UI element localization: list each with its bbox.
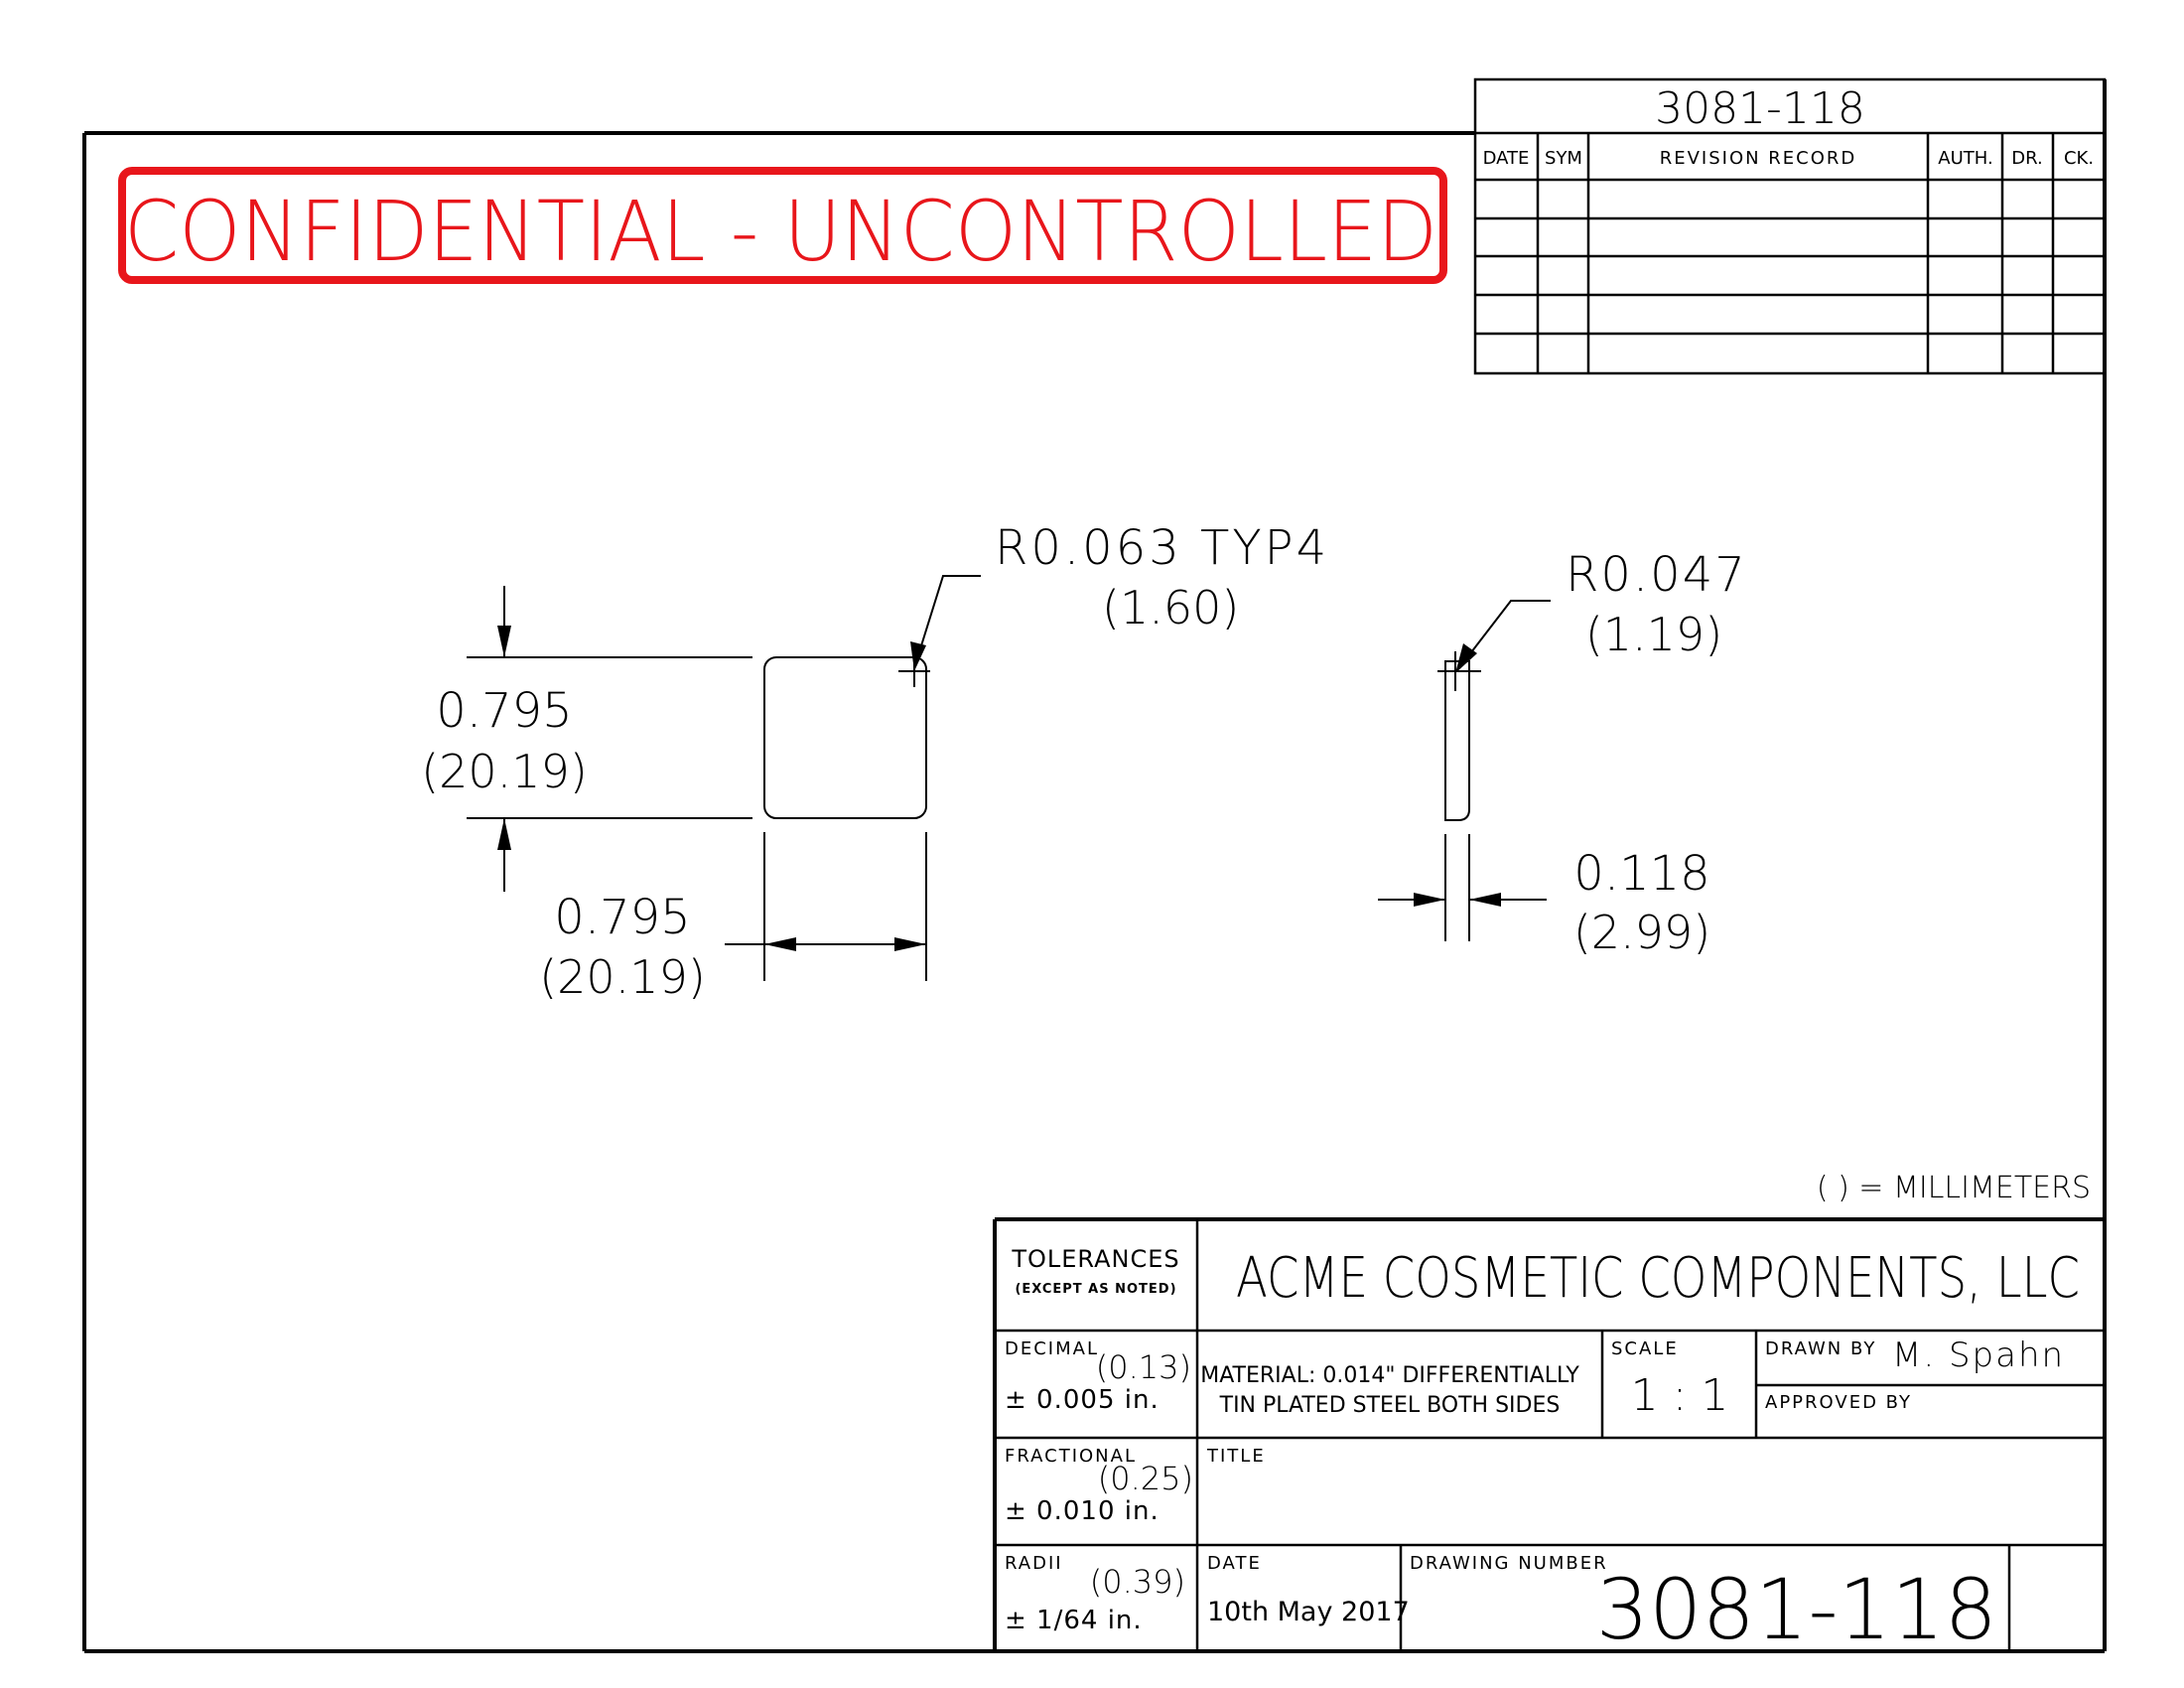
edge-part-outline (1444, 660, 1470, 821)
radii-mm: (0.39) (1090, 1563, 1185, 1601)
title-block: TOLERANCES (EXCEPT AS NOTED) DECIMAL (0.… (993, 1217, 2105, 1658)
corner-radius-arrow (910, 641, 926, 671)
height-inch: 0.795 (436, 683, 572, 739)
tolerances-sublabel: (EXCEPT AS NOTED) (1015, 1282, 1176, 1297)
revision-header-auth: AUTH. (1938, 148, 1992, 169)
scale-value: 1 : 1 (1631, 1370, 1729, 1421)
date-label: DATE (1207, 1553, 1262, 1574)
height-mm: (20.19) (421, 745, 588, 798)
revision-header-dr: DR. (2011, 148, 2042, 169)
corner-radius-leader (917, 575, 981, 656)
thickness-arrow-left (1414, 893, 1445, 907)
width-mm: (20.19) (539, 950, 706, 1004)
stamp-text: CONFIDENTIAL - UNCONTROLLED (124, 183, 1437, 280)
material-line-2: TIN PLATED STEEL BOTH SIDES (1219, 1393, 1561, 1418)
height-arrow-bottom (497, 818, 511, 850)
date-value: 10th May 2017 (1207, 1597, 1410, 1627)
units-note: ( ) = MILLIMETERS (1817, 1171, 2091, 1205)
drawing-number-value: 3081-118 (1596, 1561, 1997, 1658)
front-view: R0.063 TYP4 (1.60) 0.795 (20.19) 0.795 (… (421, 520, 1329, 1004)
width-arrow-left (764, 937, 796, 951)
side-view: R0.047 (1.19) 0.118 (2.99) (1378, 547, 1747, 959)
thickness-mm: (2.99) (1573, 906, 1710, 959)
revision-header-ck: CK. (2064, 148, 2094, 169)
revision-block: 3081-118 DATE SYM REVISION RECORD AUTH. … (1473, 77, 2107, 375)
approved-by-label: APPROVED BY (1765, 1392, 1912, 1413)
revision-frame (1473, 77, 2107, 375)
corner-radius-mm: (1.60) (1102, 581, 1239, 634)
drawn-by-label: DRAWN BY (1765, 1338, 1876, 1359)
edge-radius-inch: R0.047 (1566, 547, 1747, 603)
decimal-label: DECIMAL (1005, 1338, 1099, 1359)
thickness-arrow-right (1469, 893, 1501, 907)
width-arrow-right (894, 937, 926, 951)
square-part-outline (763, 656, 927, 819)
edge-radius-leader (1460, 600, 1551, 666)
decimal-value: ± 0.005 in. (1005, 1385, 1160, 1415)
drawn-by-value: M. Spahn (1892, 1336, 2065, 1375)
tolerances-label: TOLERANCES (1011, 1245, 1179, 1273)
revision-header-sym: SYM (1545, 148, 1582, 169)
fractional-label: FRACTIONAL (1005, 1446, 1137, 1467)
height-arrow-top (497, 626, 511, 657)
drawing-border (82, 79, 2107, 1653)
drawing-number-label: DRAWING NUMBER (1410, 1553, 1608, 1574)
revision-header-record: REVISION RECORD (1660, 148, 1857, 169)
material-line-1: MATERIAL: 0.014" DIFFERENTIALLY (1200, 1363, 1579, 1388)
confidential-stamp: CONFIDENTIAL - UNCONTROLLED (118, 167, 1447, 284)
title-label: TITLE (1206, 1446, 1266, 1467)
fractional-mm: (0.25) (1098, 1460, 1193, 1497)
thickness-inch: 0.118 (1573, 846, 1709, 902)
radii-label: RADII (1005, 1553, 1063, 1574)
width-inch: 0.795 (554, 890, 690, 945)
edge-radius-mm: (1.19) (1585, 608, 1722, 661)
decimal-mm: (0.13) (1096, 1348, 1191, 1386)
revision-header-date: DATE (1483, 148, 1530, 169)
fractional-value: ± 0.010 in. (1005, 1496, 1160, 1526)
scale-label: SCALE (1611, 1338, 1679, 1359)
corner-radius-inch: R0.063 TYP4 (995, 520, 1329, 576)
edge-radius-arrow (1455, 643, 1477, 673)
stamp-frame (118, 167, 1447, 284)
revision-block-number: 3081-118 (1655, 83, 1865, 134)
company-name: ACME COSMETIC COMPONENTS, LLC (1236, 1246, 2080, 1311)
radii-value: ± 1/64 in. (1005, 1606, 1143, 1635)
